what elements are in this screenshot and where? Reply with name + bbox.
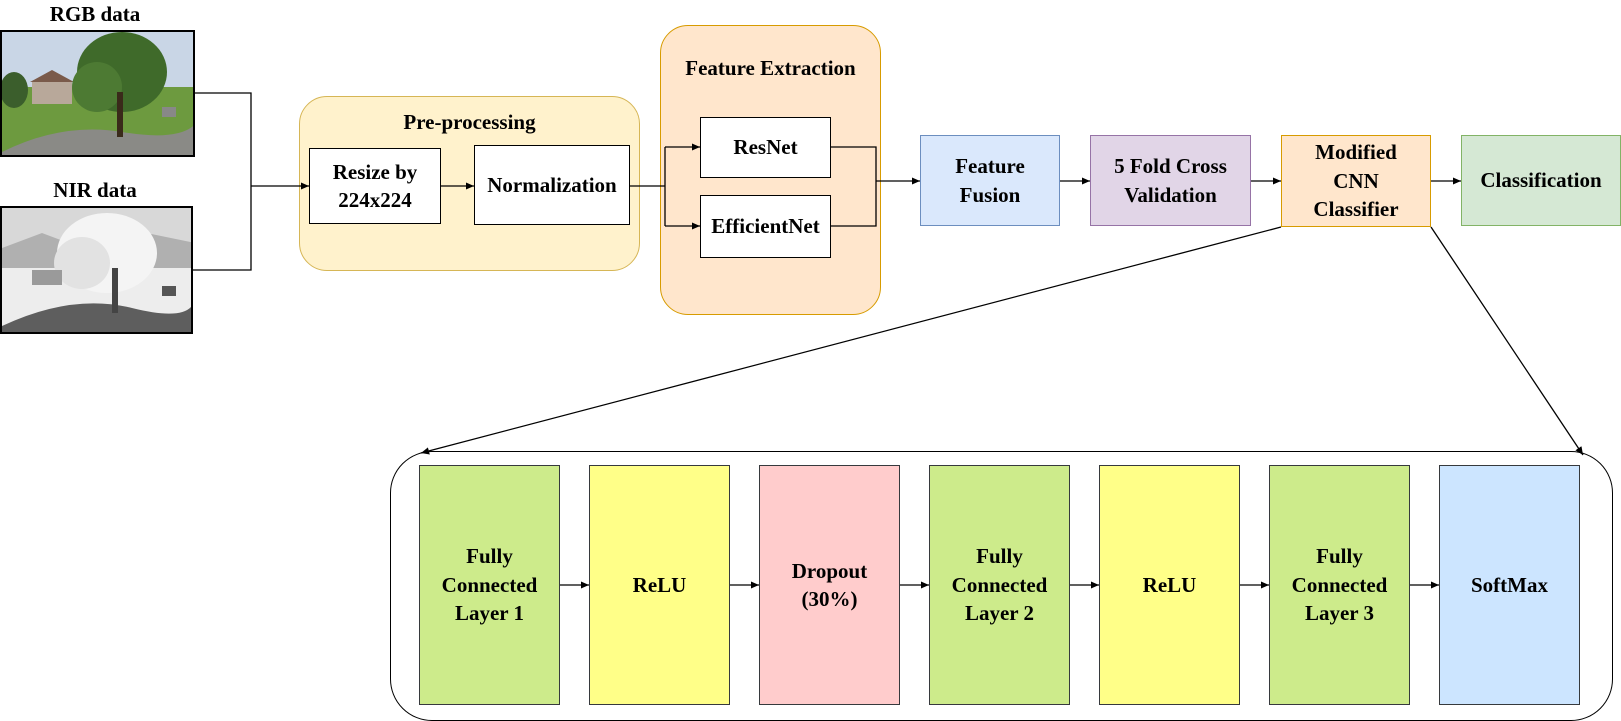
fc-layer-2: Fully Connected Layer 2 bbox=[929, 465, 1070, 705]
cross-validation-box: 5 Fold Cross Validation bbox=[1090, 135, 1251, 226]
resnet-box: ResNet bbox=[700, 117, 831, 178]
rgb-image bbox=[0, 30, 195, 157]
fc-layer-1: Fully Connected Layer 1 bbox=[419, 465, 560, 705]
softmax-layer: SoftMax bbox=[1439, 465, 1580, 705]
fc-layer-3: Fully Connected Layer 3 bbox=[1269, 465, 1410, 705]
nir-data-label: NIR data bbox=[53, 178, 137, 202]
normalization-box: Normalization bbox=[474, 145, 630, 225]
relu-layer-1: ReLU bbox=[589, 465, 730, 705]
resize-box: Resize by 224x224 bbox=[309, 148, 441, 224]
rgb-data-label: RGB data bbox=[49, 2, 141, 26]
preprocessing-title: Pre-processing bbox=[403, 110, 536, 134]
classification-box: Classification bbox=[1461, 135, 1621, 226]
modified-cnn-classifier-box: Modified CNN Classifier bbox=[1281, 135, 1431, 227]
feature-extraction-title: Feature Extraction bbox=[685, 56, 856, 80]
relu-layer-2: ReLU bbox=[1099, 465, 1240, 705]
nir-image bbox=[0, 206, 193, 334]
dropout-layer: Dropout (30%) bbox=[759, 465, 900, 705]
feature-fusion-box: Feature Fusion bbox=[920, 135, 1060, 226]
efficientnet-box: EfficientNet bbox=[700, 195, 831, 258]
